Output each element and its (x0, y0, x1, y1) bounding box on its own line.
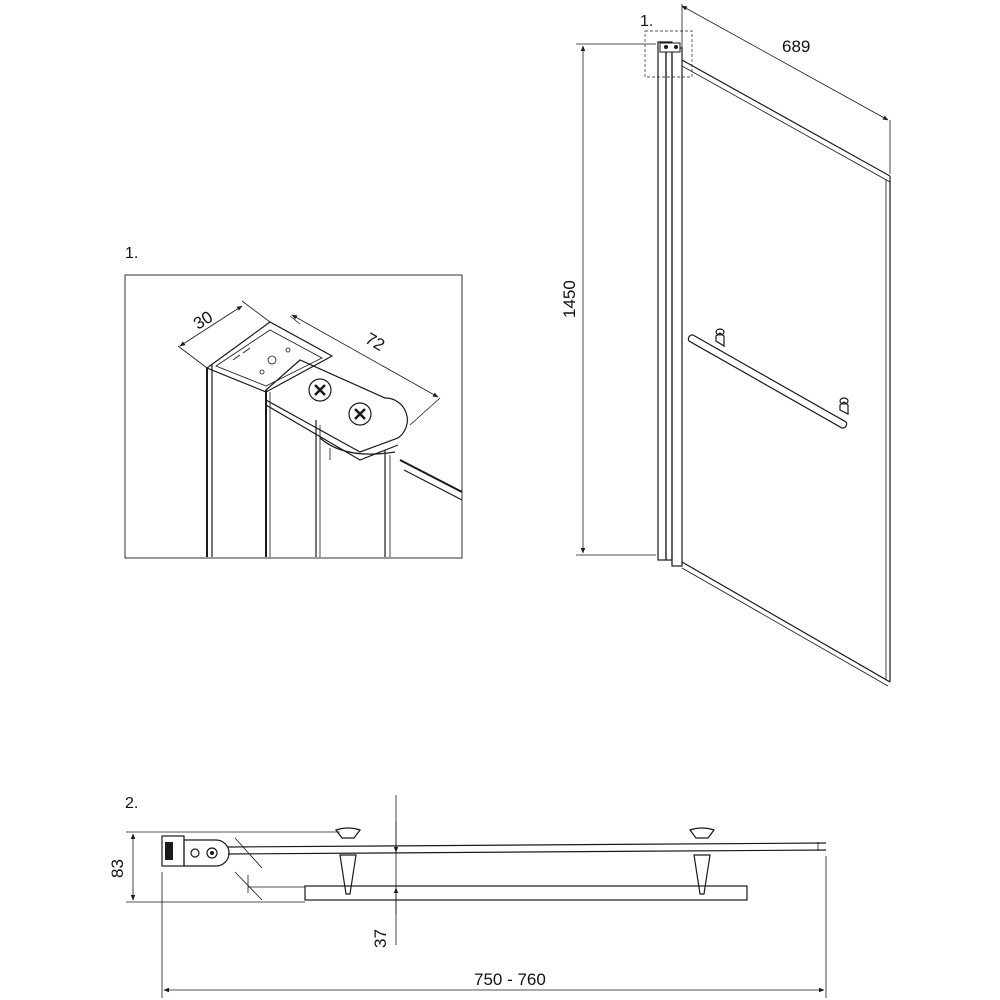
dim-width-value: 689 (782, 37, 810, 56)
plan-hinge (161, 835, 230, 867)
dim-length: 72 (289, 314, 441, 426)
dim-depth: 30 (177, 300, 271, 369)
wall-profile (205, 321, 391, 557)
dim-total-width: 750 - 760 (161, 856, 827, 998)
detail-1: 1. (124, 245, 463, 559)
detail-1-frame (124, 274, 463, 559)
dim-offset: 37 (371, 795, 399, 948)
section-2-label: 2. (125, 795, 138, 812)
dim-offset-value: 37 (371, 929, 390, 948)
dim-width: 689 (681, 4, 891, 174)
panel-elevation: 1. (560, 4, 891, 687)
plan-glass (227, 842, 827, 855)
detail-callout-box (644, 30, 693, 78)
dim-total-width-value: 750 - 760 (474, 970, 546, 989)
glass-panel (681, 59, 891, 687)
dim-plan-height-value: 83 (108, 859, 127, 878)
plan-towel-bar (304, 827, 748, 901)
dim-height-value: 1450 (560, 280, 579, 318)
dim-length-value: 72 (362, 329, 388, 355)
detail-1-label: 1. (125, 245, 138, 262)
glass-edge (399, 459, 463, 493)
dim-plan-height: 83 (108, 831, 340, 903)
towel-bar (687, 328, 849, 429)
screw-2-icon (348, 402, 372, 426)
panel-detail-ref: 1. (640, 13, 653, 30)
dim-height: 1450 (560, 43, 656, 556)
panel-wall-profile (657, 41, 683, 567)
dim-depth-value: 30 (190, 307, 216, 333)
section-2: 2. (108, 795, 827, 998)
screw-1-icon (308, 378, 332, 402)
